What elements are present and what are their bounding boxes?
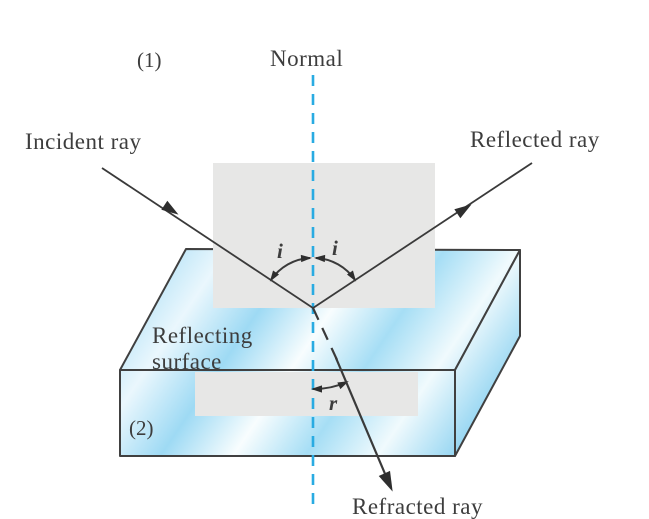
arc-arrowhead — [314, 254, 326, 263]
refracted-ray-label: Refracted ray — [352, 494, 483, 519]
reflected-ray-label: Reflected ray — [470, 127, 600, 152]
arc-arrowhead — [311, 385, 322, 393]
reflected-ray-arrowhead — [454, 204, 472, 219]
medium2-label: (2) — [129, 416, 154, 440]
refracted-ray-line — [334, 357, 393, 489]
incident-ray-label: Incident ray — [25, 129, 141, 154]
lower-ray-backdrop — [195, 372, 418, 416]
angle-i-left-label: i — [277, 239, 283, 263]
incident-ray-line — [101, 167, 314, 309]
upper-ray-backdrop — [213, 163, 435, 308]
arc-arrowhead — [300, 254, 312, 263]
normal-label: Normal — [270, 46, 343, 71]
reflected-ray-line — [312, 162, 533, 309]
reflecting-surface-label-line1: Reflecting — [152, 323, 253, 348]
medium1-label: (1) — [137, 48, 162, 72]
angle-i-right-label: i — [332, 236, 338, 260]
arc-arrowhead — [269, 270, 280, 282]
refracted-ray-arrowhead — [378, 470, 393, 492]
arc-arrowhead — [346, 270, 357, 282]
incident-ray-arrowhead — [161, 200, 179, 215]
angle-r-label: r — [329, 391, 338, 415]
refracted-ray-dashed-segment — [312, 307, 339, 363]
reflecting-surface-label-line2: surface — [152, 349, 222, 374]
